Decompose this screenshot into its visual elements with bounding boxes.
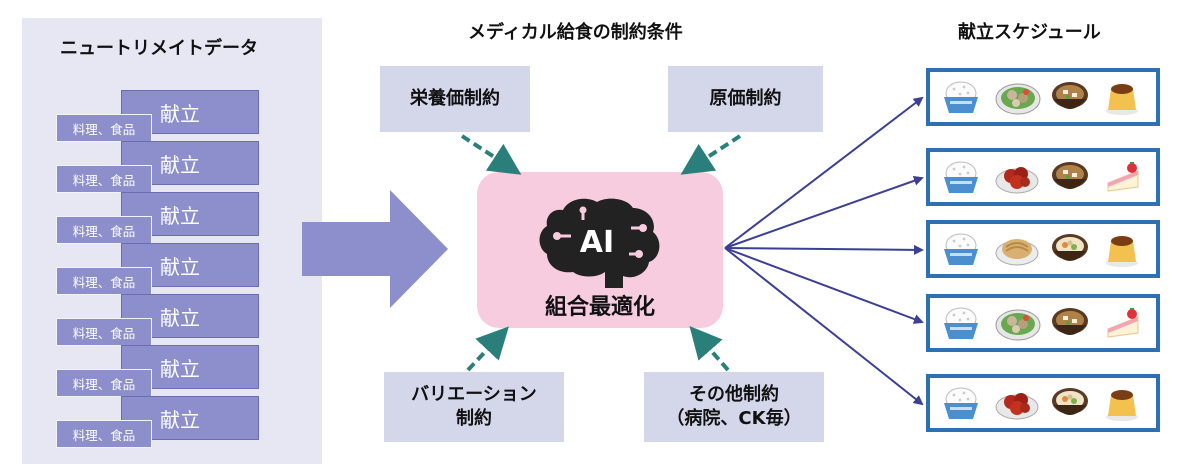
- schedule-row: [926, 220, 1160, 278]
- other-to-ai-arrow: [689, 325, 730, 372]
- menu-label: 献立: [160, 305, 200, 330]
- food-item-label: 料理、食品: [72, 427, 136, 443]
- schedule-row: [926, 374, 1160, 432]
- chicken-icon: [994, 157, 1040, 201]
- miso-soup-icon: [1048, 303, 1092, 347]
- variation-constraint-line2: 制約: [456, 408, 492, 429]
- variation-constraint-box: バリエーション 制約: [384, 372, 564, 442]
- ai-to-schedule-1-arrow: [724, 96, 924, 249]
- ai-optimization-box: AI 組合最適化: [477, 172, 723, 328]
- other-constraint-line2: （病院、CK毎）: [666, 408, 802, 429]
- rice-icon: [940, 229, 982, 273]
- rice-icon: [940, 157, 982, 201]
- other-constraint-box: その他制約 （病院、CK毎）: [644, 372, 824, 442]
- nutrimate-data-title: ニュートリメイトデータ: [60, 38, 258, 59]
- miso-soup-icon: [1048, 157, 1092, 201]
- ai-brain-icon: AI: [539, 198, 660, 288]
- nutrition-to-ai-arrow: [460, 134, 522, 175]
- ai-optimization-label: 組合最適化: [544, 295, 655, 320]
- nutrition-constraint-box: 栄養価制約: [380, 66, 530, 132]
- food-item-box: 料理、食品: [56, 114, 152, 142]
- salad-icon: [994, 77, 1042, 121]
- food-item-label: 料理、食品: [72, 325, 136, 341]
- ai-to-schedule-5-arrow: [724, 247, 924, 406]
- menu-box: 献立: [121, 396, 259, 440]
- other-constraint-line1: その他制約: [689, 383, 779, 405]
- cost-constraint-label: 原価制約: [709, 87, 782, 109]
- food-item-box: 料理、食品: [56, 165, 152, 193]
- cost-to-ai-arrow: [680, 134, 742, 175]
- noodles-icon: [994, 229, 1040, 273]
- pudding-icon: [1102, 77, 1142, 121]
- menu-label: 献立: [160, 203, 200, 228]
- menu-label: 献立: [160, 254, 200, 279]
- food-item-label: 料理、食品: [72, 223, 136, 239]
- menu-label: 献立: [160, 101, 200, 126]
- rice-icon: [940, 77, 982, 121]
- ai-badge-text: AI: [580, 225, 614, 260]
- cake-icon: [1102, 303, 1144, 347]
- food-item-label: 料理、食品: [72, 172, 136, 188]
- food-item-box: 料理、食品: [56, 369, 152, 397]
- salad-icon: [994, 303, 1042, 347]
- variation-constraint-line1: バリエーション: [411, 383, 537, 405]
- food-item-box: 料理、食品: [56, 267, 152, 295]
- food-item-box: 料理、食品: [56, 420, 152, 448]
- menu-label: 献立: [160, 407, 200, 432]
- chicken-icon: [994, 383, 1040, 427]
- menu-schedule-title: 献立スケジュール: [958, 22, 1101, 43]
- ai-to-schedule-2-arrow: [724, 175, 924, 249]
- rice-icon: [940, 383, 982, 427]
- constraints-title: メディカル給食の制約条件: [468, 22, 683, 43]
- ai-to-schedule-3-arrow: [724, 244, 924, 255]
- big-right-arrow-icon: [302, 190, 448, 308]
- cost-constraint-box: 原価制約: [668, 66, 823, 132]
- schedule-row: [926, 148, 1160, 206]
- nutrition-constraint-label: 栄養価制約: [410, 87, 500, 109]
- food-item-label: 料理、食品: [72, 121, 136, 137]
- food-item-box: 料理、食品: [56, 216, 152, 244]
- food-item-label: 料理、食品: [72, 274, 136, 290]
- schedule-row: [926, 68, 1160, 126]
- stew-icon: [1048, 229, 1092, 273]
- menu-label: 献立: [160, 356, 200, 381]
- rice-icon: [940, 303, 982, 347]
- menu-label: 献立: [160, 152, 200, 177]
- stew-icon: [1048, 383, 1092, 427]
- food-item-label: 料理、食品: [72, 376, 136, 392]
- ai-to-schedule-4-arrow: [724, 247, 924, 324]
- variation-to-ai-arrow: [466, 326, 509, 372]
- schedule-row: [926, 294, 1160, 352]
- pudding-icon: [1102, 229, 1142, 273]
- pudding-icon: [1102, 383, 1142, 427]
- food-item-box: 料理、食品: [56, 318, 152, 346]
- cake-icon: [1102, 157, 1144, 201]
- miso-soup-icon: [1048, 77, 1092, 121]
